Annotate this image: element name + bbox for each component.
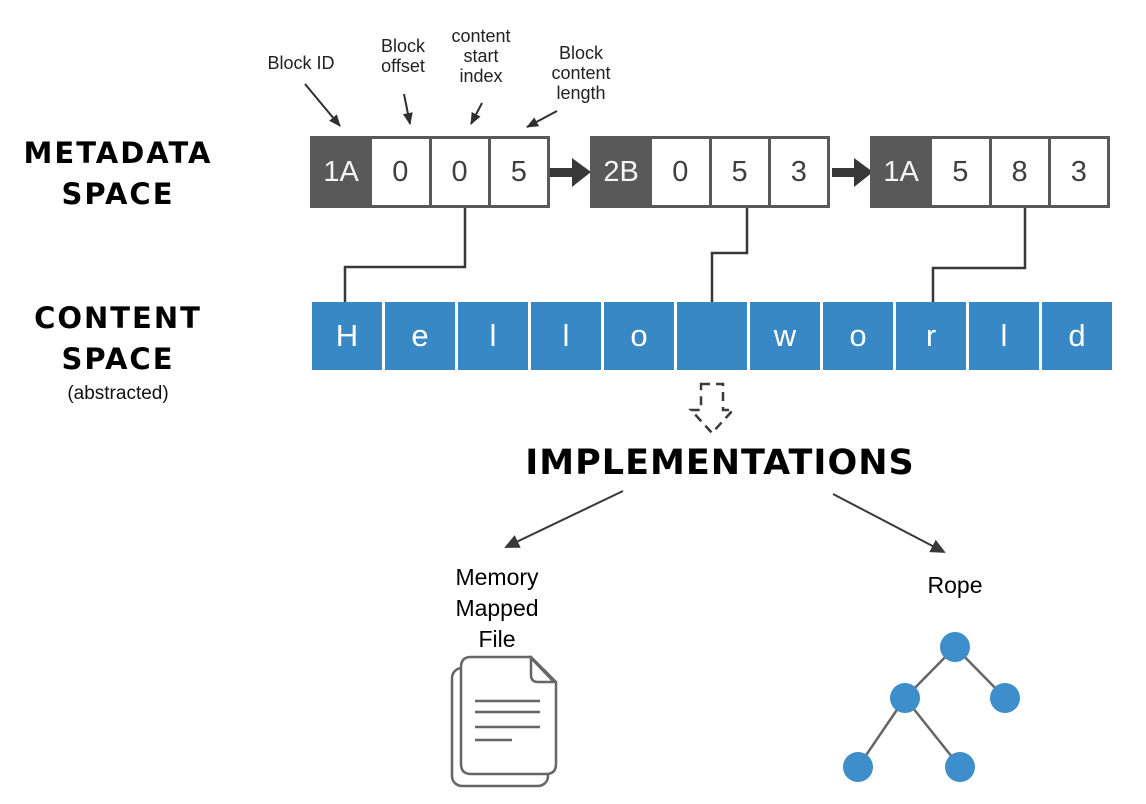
metadata-cell-block-id: 1A bbox=[870, 136, 933, 208]
dashed-flow-arrow-icon bbox=[688, 382, 736, 435]
implementation-label-rope: Rope bbox=[927, 572, 983, 598]
implementation-label-memory-mapped-file: Memory Mapped File bbox=[455, 564, 539, 652]
pointer-connector-2 bbox=[705, 208, 749, 320]
metadata-cell-block-id: 1A bbox=[310, 136, 373, 208]
annotation-block-content-length: Block content length bbox=[551, 43, 611, 103]
annotation-arrow-block-id bbox=[304, 83, 341, 127]
block-link-arrow-1 bbox=[550, 158, 591, 187]
pointer-connector-1 bbox=[338, 208, 467, 320]
content-space-heading: CONTENT SPACE bbox=[34, 301, 202, 376]
content-cell: l bbox=[531, 302, 601, 370]
content-cell: w bbox=[750, 302, 820, 370]
implementation-arrows bbox=[504, 490, 946, 553]
metadata-cell-start-index: 0 bbox=[428, 136, 491, 208]
metadata-cell-length: 3 bbox=[767, 136, 830, 208]
document-fold-corner bbox=[529, 654, 557, 684]
metadata-cell-length: 5 bbox=[487, 136, 550, 208]
annotation-arrow-block-offset bbox=[402, 93, 413, 125]
metadata-cell-start-index: 8 bbox=[988, 136, 1051, 208]
metadata-block: 2B 0 5 3 bbox=[590, 136, 830, 208]
content-cell: d bbox=[1042, 302, 1112, 370]
annotation-arrow-block-content-length bbox=[526, 110, 558, 128]
metadata-space-heading: METADATA SPACE bbox=[23, 136, 213, 211]
content-space-note: (abstracted) bbox=[67, 383, 169, 404]
implementation-arrow-left bbox=[504, 490, 624, 548]
rope-tree-nodes bbox=[843, 632, 1020, 782]
document-text-lines bbox=[475, 699, 540, 742]
content-cell: l bbox=[458, 302, 528, 370]
content-cell: l bbox=[969, 302, 1039, 370]
metadata-cell-length: 3 bbox=[1047, 136, 1110, 208]
metadata-cell-start-index: 5 bbox=[708, 136, 771, 208]
content-cell: r bbox=[896, 302, 966, 370]
content-space-row: H e l l o w o r l d bbox=[312, 302, 1112, 370]
metadata-cell-offset: 5 bbox=[929, 136, 992, 208]
metadata-cell-offset: 0 bbox=[369, 136, 432, 208]
rope-tree-icon bbox=[843, 632, 1020, 782]
metadata-block: 1A 0 0 5 bbox=[310, 136, 550, 208]
annotation-block-id: Block ID bbox=[267, 53, 335, 73]
annotation-content-start-index: content start index bbox=[451, 26, 511, 86]
document-front-page bbox=[459, 655, 558, 776]
memory-mapped-file-icon bbox=[450, 654, 558, 788]
content-cell: e bbox=[385, 302, 455, 370]
implementations-heading: IMPLEMENTATIONS bbox=[525, 443, 915, 483]
block-link-arrow-2 bbox=[832, 158, 873, 187]
annotation-arrow-content-start-index bbox=[470, 102, 483, 125]
annotation-block-offset: Block offset bbox=[380, 36, 425, 76]
rope-tree-edges bbox=[856, 646, 1006, 768]
metadata-cell-block-id: 2B bbox=[590, 136, 653, 208]
content-cell: o bbox=[823, 302, 893, 370]
metadata-cell-offset: 0 bbox=[649, 136, 712, 208]
metadata-block: 1A 5 8 3 bbox=[870, 136, 1110, 208]
pointer-connectors bbox=[338, 208, 1027, 320]
implementation-arrow-right bbox=[832, 493, 946, 553]
content-cell: H bbox=[312, 302, 382, 370]
annotation-arrows bbox=[304, 83, 558, 128]
content-cell bbox=[677, 302, 747, 370]
pointer-connector-3 bbox=[926, 208, 1027, 320]
content-cell: o bbox=[604, 302, 674, 370]
